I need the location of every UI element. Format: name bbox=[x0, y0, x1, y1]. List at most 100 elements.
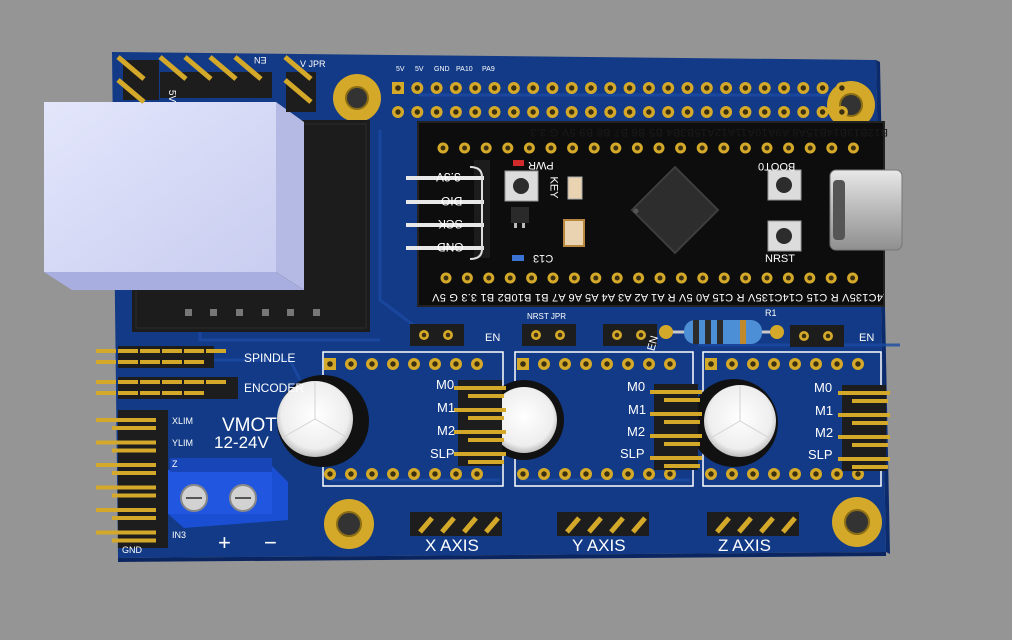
pin bbox=[112, 493, 156, 498]
vmot-terminal-block[interactable] bbox=[168, 458, 288, 528]
pin bbox=[118, 391, 138, 395]
driver-y-m1: M1 bbox=[628, 402, 647, 417]
jumper-block bbox=[790, 325, 844, 347]
nrst-label: NRST bbox=[765, 253, 795, 265]
driver-z-m2: M2 bbox=[815, 425, 834, 440]
driver-y-m0: M0 bbox=[627, 379, 646, 394]
top-header-label: PA9 bbox=[482, 66, 495, 73]
pin bbox=[664, 442, 700, 446]
top-header-label: PA10 bbox=[456, 66, 473, 73]
mcu-top-pin-labels: B12B13B14B15A8 A9A10A11A12A15B3B4 B5 B6 … bbox=[529, 126, 888, 137]
pin bbox=[454, 452, 506, 456]
pin bbox=[852, 465, 888, 469]
pin bbox=[838, 435, 890, 439]
regulator bbox=[511, 207, 529, 223]
five-v-label-top: 5V bbox=[166, 89, 178, 103]
pin bbox=[664, 398, 700, 402]
pin bbox=[468, 416, 504, 420]
pin bbox=[609, 516, 625, 534]
pin bbox=[664, 464, 700, 468]
pin bbox=[838, 413, 890, 417]
vmot-minus: − bbox=[264, 530, 277, 555]
v-jpr-label: V JPR bbox=[300, 59, 326, 69]
smd-part bbox=[563, 219, 585, 247]
ylim-label: YLIM bbox=[172, 438, 194, 448]
pin bbox=[454, 386, 506, 390]
pin bbox=[664, 420, 700, 424]
pin bbox=[468, 394, 504, 398]
driver-x-m0: M0 bbox=[436, 377, 455, 392]
pin bbox=[454, 430, 506, 434]
pin bbox=[852, 443, 888, 447]
vmot-title: VMOT bbox=[222, 415, 277, 436]
driver-z-m0: M0 bbox=[814, 380, 833, 395]
driver-jumper-headers bbox=[454, 380, 890, 471]
pin bbox=[184, 391, 204, 395]
pin bbox=[838, 391, 890, 395]
pin bbox=[468, 438, 504, 442]
usb-c-connector[interactable] bbox=[829, 169, 903, 251]
pin bbox=[737, 516, 753, 534]
pin bbox=[206, 349, 226, 353]
pin bbox=[140, 360, 160, 364]
driver-y-slp: SLP bbox=[620, 446, 645, 461]
pin bbox=[184, 349, 204, 353]
mcu-chip bbox=[630, 165, 720, 255]
r1-label: R1 bbox=[765, 308, 777, 318]
boot0-button[interactable] bbox=[767, 169, 802, 201]
jumper-block bbox=[410, 324, 464, 346]
in3-label: IN3 bbox=[172, 530, 187, 540]
mcu-bottom-pins bbox=[440, 272, 859, 284]
pin bbox=[140, 349, 160, 353]
pin bbox=[162, 380, 182, 384]
jumper-block bbox=[603, 324, 657, 346]
mcu-top-pins bbox=[437, 142, 859, 154]
rj45-jack[interactable] bbox=[44, 102, 370, 332]
swd-header bbox=[406, 160, 490, 260]
crystal bbox=[567, 176, 583, 200]
pin bbox=[183, 55, 213, 81]
driver-x-m1: M1 bbox=[437, 400, 456, 415]
key-button[interactable] bbox=[504, 170, 539, 202]
pin bbox=[112, 538, 156, 543]
z-label: Z bbox=[172, 459, 178, 469]
pin-header-base bbox=[160, 72, 272, 98]
vmot-plus: + bbox=[218, 530, 231, 555]
pin bbox=[162, 360, 182, 364]
pin bbox=[838, 457, 890, 461]
pin bbox=[631, 516, 647, 534]
pin bbox=[112, 448, 156, 453]
pin bbox=[96, 530, 156, 535]
en-label-top: EN bbox=[254, 55, 267, 65]
driver-pads bbox=[324, 358, 864, 480]
c13-led bbox=[512, 255, 524, 261]
pin bbox=[96, 463, 156, 467]
pin bbox=[118, 380, 138, 384]
pin bbox=[565, 516, 581, 534]
axis-headers bbox=[410, 512, 799, 536]
xlim-label: XLIM bbox=[172, 416, 194, 426]
pin bbox=[468, 460, 504, 464]
pin bbox=[140, 380, 160, 384]
nrst-button[interactable] bbox=[767, 220, 802, 252]
pin bbox=[96, 360, 116, 364]
capacitor-x bbox=[277, 375, 369, 467]
capacitor-z bbox=[690, 379, 778, 467]
en-label-z: EN bbox=[859, 332, 875, 344]
en-jumpers bbox=[410, 324, 844, 347]
pin bbox=[852, 421, 888, 425]
driver-y-m2: M2 bbox=[627, 424, 646, 439]
top-header-label: 5V bbox=[396, 66, 405, 73]
pin bbox=[283, 78, 313, 104]
pin bbox=[96, 418, 156, 422]
pin bbox=[96, 440, 156, 445]
z-axis-label: Z AXIS bbox=[718, 536, 771, 555]
pin bbox=[118, 349, 138, 353]
pin bbox=[162, 349, 182, 353]
pcb-edge bbox=[118, 552, 886, 562]
pin bbox=[158, 55, 188, 81]
pin bbox=[112, 471, 156, 475]
c13-label: C13 bbox=[533, 252, 554, 264]
mcu-bottom-pin-labels: 5V C14C135V R C15 C14C135V R C15 A0 5V R… bbox=[432, 291, 884, 302]
